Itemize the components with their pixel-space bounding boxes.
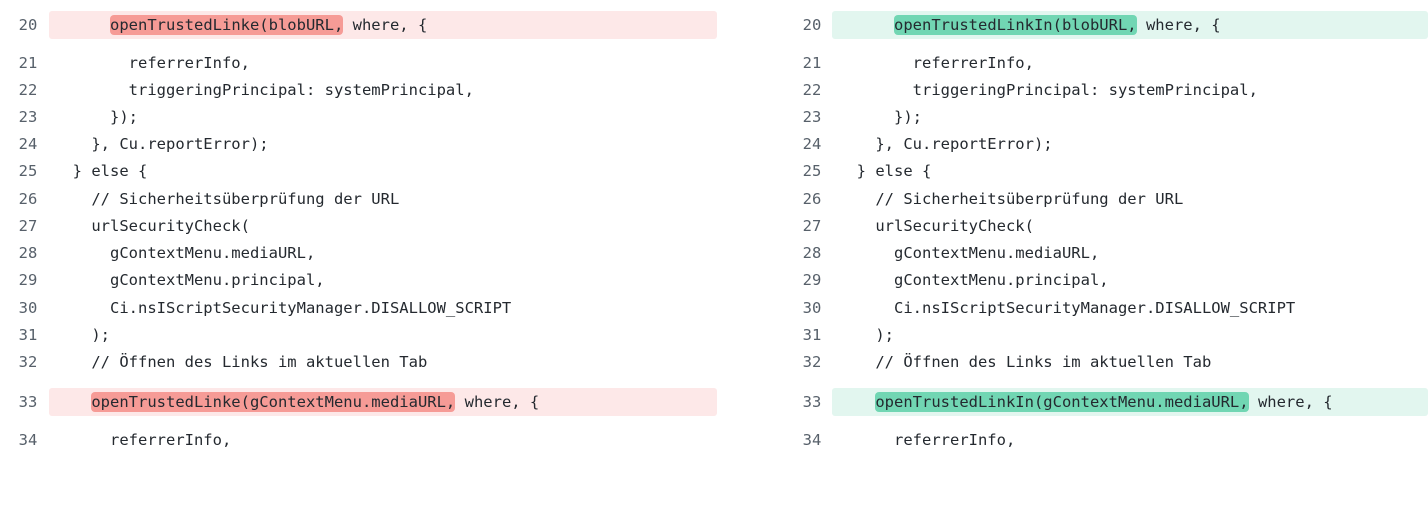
code-line: urlSecurityCheck( bbox=[838, 217, 1034, 235]
code-row: 22 triggeringPrincipal: systemPrincipal, bbox=[0, 77, 720, 104]
code-line: openTrustedLinke(gContextMenu.mediaURL, … bbox=[91, 392, 540, 412]
added-line: 20 openTrustedLinkIn(blobURL, where, { bbox=[784, 11, 1428, 39]
line-number: 21 bbox=[802, 54, 822, 72]
code-line: } else { bbox=[54, 162, 148, 180]
diff-pane-original: 20 openTrustedLinke(blobURL, where, { 21… bbox=[0, 0, 720, 458]
code-line: Ci.nsIScriptSecurityManager.DISALLOW_SCR… bbox=[54, 299, 512, 317]
line-number: 27 bbox=[802, 217, 822, 235]
code-line: referrerInfo, bbox=[54, 54, 250, 72]
code-line: urlSecurityCheck( bbox=[54, 217, 250, 235]
line-number: 25 bbox=[802, 162, 822, 180]
line-number: 33 bbox=[802, 393, 822, 411]
code-row: 34 referrerInfo, bbox=[784, 427, 1428, 454]
code-row: 29 gContextMenu.principal, bbox=[0, 267, 720, 294]
removed-text-highlight: openTrustedLinke(blobURL, bbox=[110, 15, 344, 35]
code-line: triggeringPrincipal: systemPrincipal, bbox=[838, 81, 1258, 99]
code-row: 29 gContextMenu.principal, bbox=[784, 267, 1428, 294]
code-row: 26 // Sicherheitsüberprüfung der URL bbox=[0, 186, 720, 213]
line-number: 24 bbox=[18, 135, 38, 153]
code-line: gContextMenu.principal, bbox=[838, 271, 1109, 289]
code-line: openTrustedLinke(blobURL, where, { bbox=[110, 15, 428, 35]
line-number: 22 bbox=[18, 81, 38, 99]
code-row: 30 Ci.nsIScriptSecurityManager.DISALLOW_… bbox=[0, 295, 720, 322]
code-line: ); bbox=[838, 326, 894, 344]
added-text-highlight: openTrustedLinkIn(blobURL, bbox=[894, 15, 1137, 35]
line-number: 34 bbox=[18, 431, 38, 449]
line-number: 33 bbox=[18, 393, 38, 411]
line-number: 31 bbox=[18, 326, 38, 344]
code-row: 30 Ci.nsIScriptSecurityManager.DISALLOW_… bbox=[784, 295, 1428, 322]
line-number: 30 bbox=[18, 299, 38, 317]
code-row: 25 } else { bbox=[0, 158, 720, 185]
code-row: 27 urlSecurityCheck( bbox=[784, 213, 1428, 240]
line-number: 25 bbox=[18, 162, 38, 180]
line-number: 20 bbox=[802, 16, 822, 34]
code-row: 24 }, Cu.reportError); bbox=[784, 131, 1428, 158]
code-row: 27 urlSecurityCheck( bbox=[0, 213, 720, 240]
code-line: }); bbox=[838, 108, 922, 126]
code-line: referrerInfo, bbox=[54, 431, 232, 449]
code-line: }, Cu.reportError); bbox=[838, 135, 1053, 153]
code-row: 23 }); bbox=[0, 104, 720, 131]
code-row: 21 referrerInfo, bbox=[784, 50, 1428, 77]
removed-line: 20 openTrustedLinke(blobURL, where, { bbox=[0, 11, 720, 39]
line-number: 21 bbox=[18, 54, 38, 72]
code-line: openTrustedLinkIn(blobURL, where, { bbox=[894, 15, 1221, 35]
line-number: 28 bbox=[18, 244, 38, 262]
line-number: 26 bbox=[18, 190, 38, 208]
code-line: } else { bbox=[838, 162, 932, 180]
removed-line: 33 openTrustedLinke(gContextMenu.mediaUR… bbox=[0, 388, 720, 416]
code-row: 21 referrerInfo, bbox=[0, 50, 720, 77]
line-number: 32 bbox=[802, 353, 822, 371]
code-line: }); bbox=[54, 108, 138, 126]
code-row: 25 } else { bbox=[784, 158, 1428, 185]
code-row: 34 referrerInfo, bbox=[0, 427, 720, 454]
line-number: 34 bbox=[802, 431, 822, 449]
line-number: 31 bbox=[802, 326, 822, 344]
code-row: 31 ); bbox=[784, 322, 1428, 349]
line-number: 27 bbox=[18, 217, 38, 235]
line-number: 32 bbox=[18, 353, 38, 371]
added-text-highlight: openTrustedLinkIn(gContextMenu.mediaURL, bbox=[875, 392, 1249, 412]
line-number: 22 bbox=[802, 81, 822, 99]
code-line: // Öffnen des Links im aktuellen Tab bbox=[54, 353, 428, 371]
line-number: 30 bbox=[802, 299, 822, 317]
code-row: 28 gContextMenu.mediaURL, bbox=[0, 240, 720, 267]
code-line: // Sicherheitsüberprüfung der URL bbox=[54, 190, 400, 208]
code-line: referrerInfo, bbox=[838, 54, 1034, 72]
code-row: 23 }); bbox=[784, 104, 1428, 131]
line-number: 23 bbox=[802, 108, 822, 126]
code-line: gContextMenu.mediaURL, bbox=[838, 244, 1100, 262]
code-row: 32 // Öffnen des Links im aktuellen Tab bbox=[784, 349, 1428, 376]
diff-pane-modified: 20 openTrustedLinkIn(blobURL, where, { 2… bbox=[784, 0, 1428, 458]
code-line: triggeringPrincipal: systemPrincipal, bbox=[54, 81, 474, 99]
code-row: 31 ); bbox=[0, 322, 720, 349]
line-number: 23 bbox=[18, 108, 38, 126]
code-line: Ci.nsIScriptSecurityManager.DISALLOW_SCR… bbox=[838, 299, 1296, 317]
code-line: ); bbox=[54, 326, 110, 344]
code-row: 28 gContextMenu.mediaURL, bbox=[784, 240, 1428, 267]
code-row: 22 triggeringPrincipal: systemPrincipal, bbox=[784, 77, 1428, 104]
removed-text-highlight: openTrustedLinke(gContextMenu.mediaURL, bbox=[91, 392, 456, 412]
code-row: 32 // Öffnen des Links im aktuellen Tab bbox=[0, 349, 720, 376]
code-line: }, Cu.reportError); bbox=[54, 135, 269, 153]
code-line: openTrustedLinkIn(gContextMenu.mediaURL,… bbox=[875, 392, 1333, 412]
line-number: 20 bbox=[18, 16, 38, 34]
added-line: 33 openTrustedLinkIn(gContextMenu.mediaU… bbox=[784, 388, 1428, 416]
code-row: 24 }, Cu.reportError); bbox=[0, 131, 720, 158]
code-line: gContextMenu.mediaURL, bbox=[54, 244, 316, 262]
line-number: 26 bbox=[802, 190, 822, 208]
code-line: referrerInfo, bbox=[838, 431, 1016, 449]
code-row: 26 // Sicherheitsüberprüfung der URL bbox=[784, 186, 1428, 213]
line-number: 29 bbox=[802, 271, 822, 289]
line-number: 29 bbox=[18, 271, 38, 289]
line-number: 24 bbox=[802, 135, 822, 153]
code-line: // Öffnen des Links im aktuellen Tab bbox=[838, 353, 1212, 371]
line-number: 28 bbox=[802, 244, 822, 262]
code-line: // Sicherheitsüberprüfung der URL bbox=[838, 190, 1184, 208]
code-line: gContextMenu.principal, bbox=[54, 271, 325, 289]
